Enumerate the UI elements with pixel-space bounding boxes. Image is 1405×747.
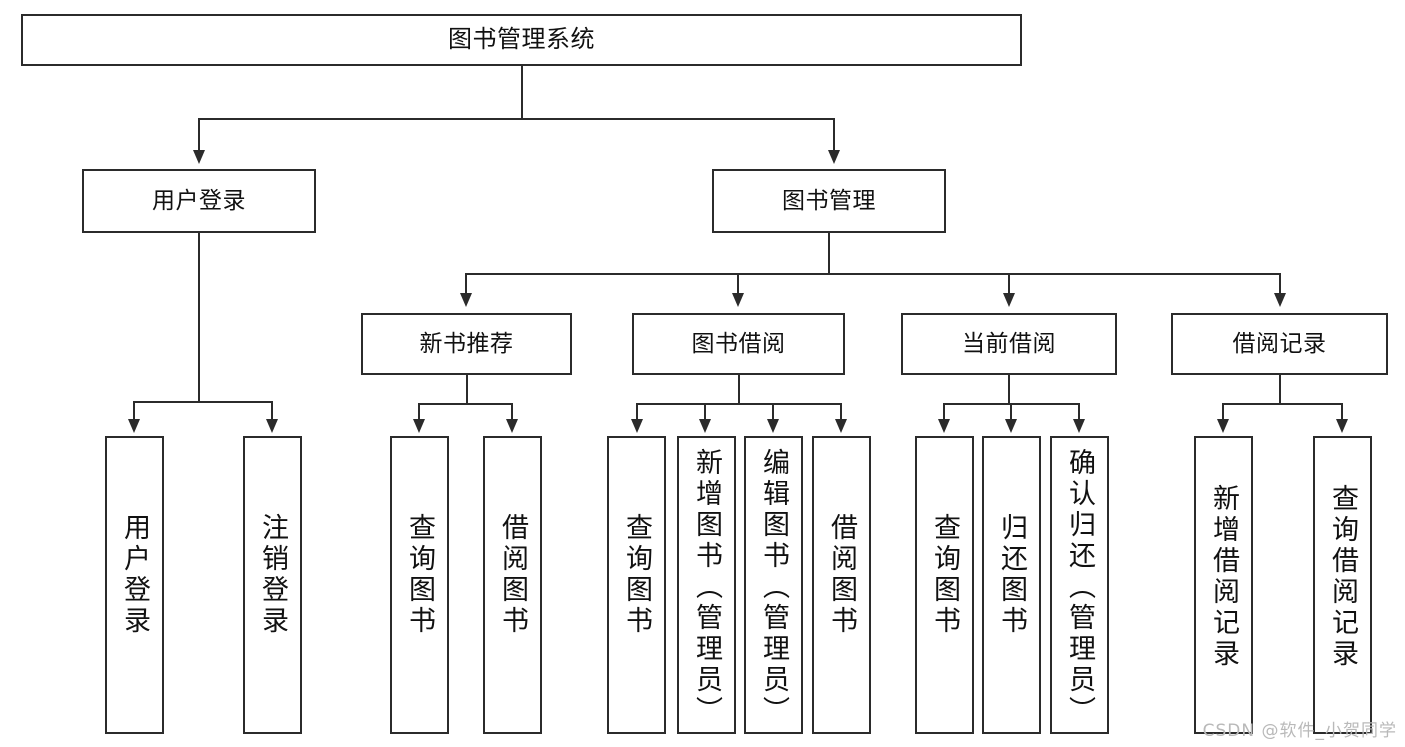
node-label: 编辑图书（管理员） [758,448,789,727]
connector-user-login-bus [133,401,273,403]
arrow-root-to-book-manage [828,150,840,164]
node-label: 图书借阅 [691,330,786,357]
node-borrow-record[interactable]: 借阅记录 [1171,313,1388,375]
connector-level2-bus [465,273,1279,275]
connector-book-borrow-stem [738,375,740,403]
node-label: 注销登录 [257,513,288,637]
node-leaf-current-borrow-confirm-return[interactable]: 确认归还（管理员） [1050,436,1109,734]
node-book-borrow[interactable]: 图书借阅 [632,313,845,375]
node-user-login[interactable]: 用户登录 [82,169,316,233]
connector-borrow-record-stem [1279,375,1281,403]
node-label: 图书管理系统 [448,25,595,54]
node-leaf-current-borrow-query[interactable]: 查询图书 [915,436,974,734]
arrow-current-borrow-child-1 [938,419,950,433]
node-label: 查询图书 [621,513,652,637]
connector-user-login-stem [198,233,200,401]
connector-current-borrow-child-2 [1010,403,1012,421]
node-label: 查询图书 [404,513,435,637]
arrow-to-borrow-record [1274,293,1286,307]
node-label: 当前借阅 [962,330,1056,357]
arrow-book-borrow-child-3 [767,419,779,433]
connector-book-borrow-child-3 [772,403,774,421]
connector-current-borrow-child-3 [1078,403,1080,421]
arrow-current-borrow-child-3 [1073,419,1085,433]
connector-borrow-record-child-2 [1341,403,1343,421]
node-leaf-new-book-query[interactable]: 查询图书 [390,436,449,734]
node-label: 借阅图书 [826,513,857,637]
connector-user-login-child-2 [271,401,273,421]
node-book-management[interactable]: 图书管理 [712,169,946,233]
node-label: 用户登录 [152,187,246,214]
node-label: 查询图书 [929,513,960,637]
arrow-book-borrow-child-1 [631,419,643,433]
connector-user-login-child-1 [133,401,135,421]
arrow-to-book-borrow [732,293,744,307]
connector-new-book-child-2 [511,403,513,421]
connector-to-new-book [465,273,467,295]
node-root-book-management-system[interactable]: 图书管理系统 [21,14,1022,66]
connector-root-to-user-login [198,118,200,152]
node-label: 查询借阅记录 [1327,484,1358,670]
connector-borrow-record-child-1 [1222,403,1224,421]
arrow-to-new-book [460,293,472,307]
node-label: 归还图书 [996,513,1027,637]
connector-to-book-borrow [737,273,739,295]
node-label: 新增借阅记录 [1208,484,1239,670]
connector-to-borrow-record [1279,273,1281,295]
connector-root-bus [198,118,835,120]
connector-book-borrow-bus [636,403,842,405]
connector-to-current-borrow [1008,273,1010,295]
connector-current-borrow-stem [1008,375,1010,403]
arrow-current-borrow-child-2 [1005,419,1017,433]
node-leaf-user-login-login[interactable]: 用户登录 [105,436,164,734]
node-leaf-book-borrow-edit[interactable]: 编辑图书（管理员） [744,436,803,734]
arrow-user-login-child-2 [266,419,278,433]
node-label: 新增图书（管理员） [691,448,722,727]
node-leaf-current-borrow-return[interactable]: 归还图书 [982,436,1041,734]
node-leaf-borrow-record-query[interactable]: 查询借阅记录 [1313,436,1372,734]
connector-book-borrow-child-2 [704,403,706,421]
arrow-new-book-child-1 [413,419,425,433]
node-label: 新书推荐 [419,330,514,357]
arrow-borrow-record-child-1 [1217,419,1229,433]
arrow-borrow-record-child-2 [1336,419,1348,433]
node-leaf-book-borrow-borrow[interactable]: 借阅图书 [812,436,871,734]
node-label: 确认归还（管理员） [1064,448,1095,727]
connector-root-to-book-manage [833,118,835,152]
connector-root-stem [521,66,523,118]
node-leaf-user-login-logout[interactable]: 注销登录 [243,436,302,734]
connector-book-manage-stem [828,233,830,273]
node-label: 借阅记录 [1232,330,1327,357]
connector-book-borrow-child-4 [840,403,842,421]
connector-book-borrow-child-1 [636,403,638,421]
connector-new-book-bus [418,403,513,405]
node-label: 图书管理 [782,187,876,214]
arrow-to-current-borrow [1003,293,1015,307]
node-new-book-recommend[interactable]: 新书推荐 [361,313,572,375]
connector-borrow-record-bus [1222,403,1343,405]
node-label: 借阅图书 [497,513,528,637]
node-current-borrow[interactable]: 当前借阅 [901,313,1117,375]
arrow-book-borrow-child-2 [699,419,711,433]
node-leaf-new-book-borrow[interactable]: 借阅图书 [483,436,542,734]
arrow-new-book-child-2 [506,419,518,433]
node-leaf-book-borrow-add[interactable]: 新增图书（管理员） [677,436,736,734]
node-leaf-borrow-record-add[interactable]: 新增借阅记录 [1194,436,1253,734]
arrow-book-borrow-child-4 [835,419,847,433]
connector-new-book-child-1 [418,403,420,421]
connector-current-borrow-child-1 [943,403,945,421]
connector-new-book-stem [466,375,468,403]
node-leaf-book-borrow-query[interactable]: 查询图书 [607,436,666,734]
arrow-root-to-user-login [193,150,205,164]
node-label: 用户登录 [119,513,150,637]
arrow-user-login-child-1 [128,419,140,433]
